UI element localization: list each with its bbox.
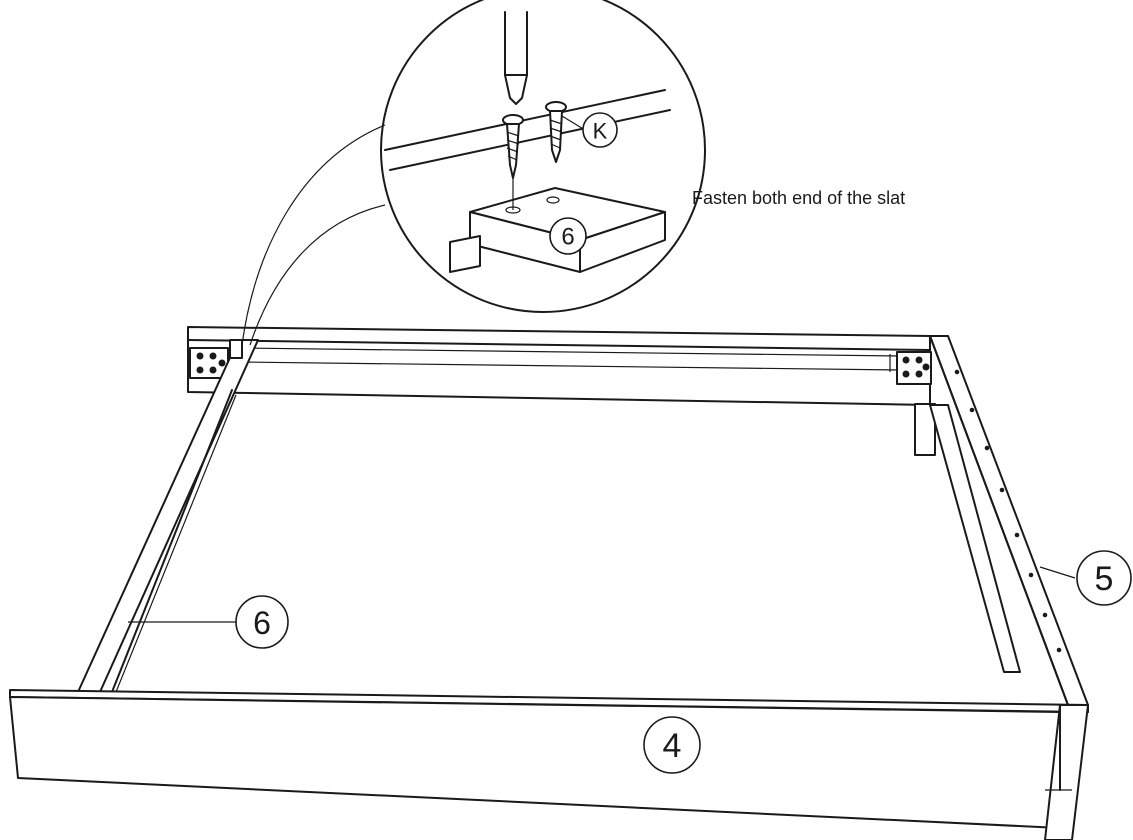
- screwdriver-icon: [504, 11, 528, 105]
- slat-left: [77, 339, 259, 693]
- svg-text:K: K: [593, 119, 608, 144]
- screw-icon: [502, 114, 524, 210]
- leader-screw-k: [561, 115, 586, 131]
- back-rail: [187, 326, 931, 406]
- corner-bracket-right: [896, 351, 932, 385]
- magnifier-leaders: [241, 124, 386, 346]
- instruction-text: Fasten both end of the slat: [692, 188, 905, 208]
- callout-slat: 6: [235, 595, 289, 649]
- screw-k-icon: [545, 101, 567, 163]
- side-rail-right: [929, 335, 1089, 706]
- back-right-leg: [914, 403, 936, 456]
- front-rail: [9, 689, 1089, 829]
- svg-text:6: 6: [561, 224, 574, 251]
- leader-side-rail: [1039, 566, 1076, 579]
- front-right-leg: [1044, 704, 1089, 840]
- callout-side-rail: 5: [1076, 550, 1132, 606]
- svg-text:4: 4: [663, 727, 682, 765]
- detail-magnifier: [380, 0, 706, 313]
- callout-screw-k: K: [582, 112, 618, 148]
- svg-text:5: 5: [1095, 560, 1114, 598]
- callout-front-rail: 4: [643, 716, 701, 774]
- callout-slat-detail: 6: [549, 217, 587, 255]
- svg-text:6: 6: [253, 605, 271, 641]
